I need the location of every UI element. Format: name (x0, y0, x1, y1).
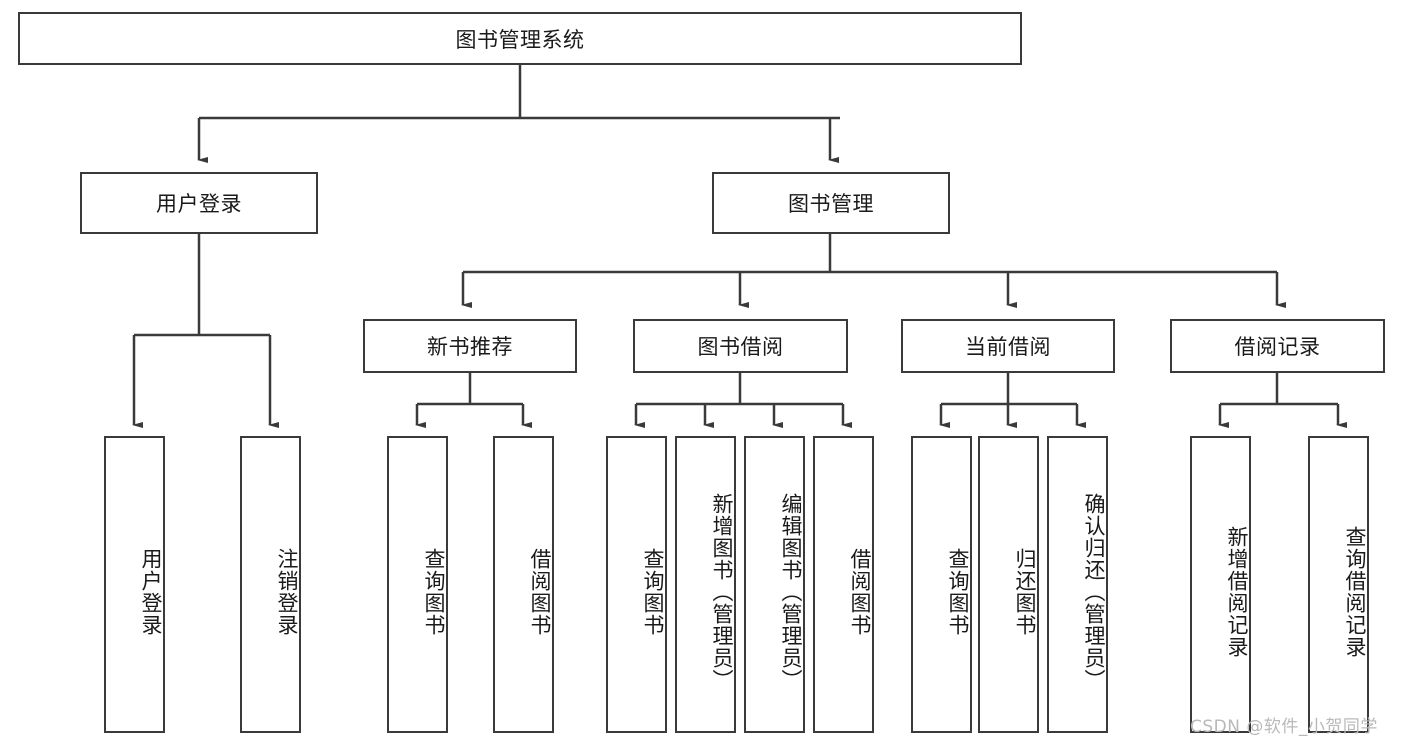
leaf-confirm-return-admin[interactable]: 确认归还（管理员） (1047, 436, 1108, 733)
node-label: 图书借阅 (697, 335, 784, 359)
node-user-login[interactable]: 用户登录 (80, 172, 318, 234)
leaf-edit-book-admin[interactable]: 编辑图书（管理员） (744, 436, 805, 733)
node-borrow-records[interactable]: 借阅记录 (1170, 319, 1385, 373)
node-label: 图书管理 (788, 192, 874, 216)
node-label: 新书推荐 (427, 335, 513, 359)
node-new-book-recommend[interactable]: 新书推荐 (363, 319, 577, 373)
node-label: 查询图书 (641, 547, 665, 636)
node-label: 借阅图书 (528, 547, 552, 636)
leaf-query-book-current[interactable]: 查询图书 (911, 436, 972, 733)
node-label: 用户登录 (156, 192, 242, 216)
leaf-return-book[interactable]: 归还图书 (978, 436, 1039, 733)
leaf-borrow-book-recommend[interactable]: 借阅图书 (493, 436, 554, 733)
node-label: 新增借阅记录 (1225, 525, 1249, 658)
node-label: 查询图书 (946, 547, 970, 636)
node-label: 确认归还（管理员） (1082, 492, 1106, 691)
node-label: 注销登录 (275, 547, 299, 636)
node-label: 编辑图书（管理员） (779, 492, 803, 691)
leaf-add-book-admin[interactable]: 新增图书（管理员） (675, 436, 736, 733)
node-label: 图书管理系统 (455, 27, 585, 52)
node-label: 用户登录 (139, 547, 163, 636)
leaf-user-login[interactable]: 用户登录 (104, 436, 165, 733)
leaf-query-book-recommend[interactable]: 查询图书 (387, 436, 448, 733)
node-label: 借阅记录 (1234, 335, 1321, 359)
node-label: 查询图书 (422, 547, 446, 636)
node-label: 当前借阅 (965, 335, 1051, 359)
node-book-borrow[interactable]: 图书借阅 (633, 319, 848, 373)
node-root[interactable]: 图书管理系统 (18, 12, 1022, 65)
leaf-query-book-borrow[interactable]: 查询图书 (606, 436, 667, 733)
node-label: 归还图书 (1013, 547, 1037, 636)
csdn-watermark: CSDN @软件_小贺同学 (1190, 717, 1378, 737)
leaf-borrow-book[interactable]: 借阅图书 (813, 436, 874, 733)
node-label: 借阅图书 (848, 547, 872, 636)
node-label: 新增图书（管理员） (710, 492, 734, 691)
leaf-add-borrow-record[interactable]: 新增借阅记录 (1190, 436, 1251, 733)
leaf-query-borrow-record[interactable]: 查询借阅记录 (1308, 436, 1369, 733)
node-label: 查询借阅记录 (1343, 525, 1367, 658)
node-current-borrow[interactable]: 当前借阅 (901, 319, 1115, 373)
node-book-management[interactable]: 图书管理 (712, 172, 950, 234)
leaf-logout[interactable]: 注销登录 (240, 436, 301, 733)
